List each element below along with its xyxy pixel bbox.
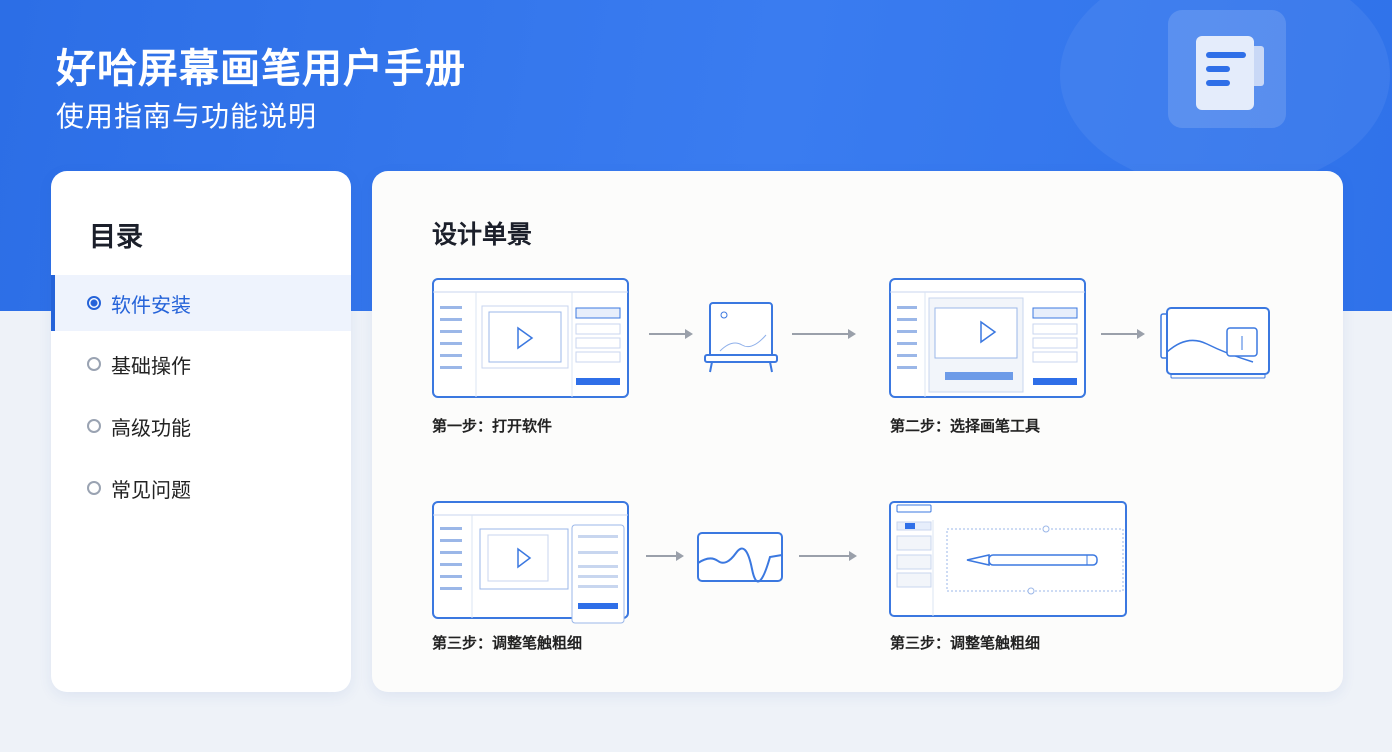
arrow-right-icon (646, 551, 684, 561)
radio-icon (87, 419, 101, 433)
section-title: 设计单景 (432, 220, 533, 249)
toc-item-install[interactable]: 软件安装 (51, 275, 351, 331)
toc-item-faq[interactable]: 常见问题 (51, 460, 351, 516)
step-caption-3: 第三步：调整笔触粗细 (432, 634, 583, 652)
toc-item-label: 软件安装 (111, 292, 191, 317)
radio-icon (87, 357, 101, 371)
step-caption-1: 第一步：打开软件 (432, 417, 553, 435)
content-panel: 设计单景 (372, 171, 1343, 692)
arrow-right-icon (799, 551, 857, 561)
toc-item-label: 基础操作 (111, 353, 191, 378)
step-caption-4: 第三步：调整笔触粗细 (890, 634, 1041, 652)
step-caption-2: 第二步：选择画笔工具 (890, 417, 1041, 435)
arrow-right-icon (1101, 329, 1145, 339)
radio-icon (87, 481, 101, 495)
app-window-screenshot-1 (432, 278, 629, 398)
toc-item-label: 常见问题 (111, 477, 191, 502)
app-window-screenshot-2 (889, 278, 1086, 398)
arrow-right-icon (649, 329, 693, 339)
arrow-right-icon (792, 329, 856, 339)
toc-item-label: 高级功能 (111, 415, 191, 440)
waveform-stroke-icon (697, 532, 783, 583)
toc-panel: 目录 软件安装 基础操作 高级功能 常见问题 (51, 171, 351, 692)
whiteboard-icon (704, 302, 778, 373)
app-window-screenshot-3 (432, 501, 629, 624)
document-icon (1168, 10, 1286, 128)
pen-tool-window (889, 501, 1127, 617)
toc-title: 目录 (89, 222, 143, 253)
radio-selected-icon (87, 296, 101, 310)
projector-screen-icon (1160, 307, 1270, 379)
toc-item-basics[interactable]: 基础操作 (51, 336, 351, 392)
page-title: 好哈屏幕画笔用户手册 (56, 46, 466, 92)
toc-item-advanced[interactable]: 高级功能 (51, 398, 351, 454)
page-subtitle: 使用指南与功能说明 (56, 100, 318, 133)
